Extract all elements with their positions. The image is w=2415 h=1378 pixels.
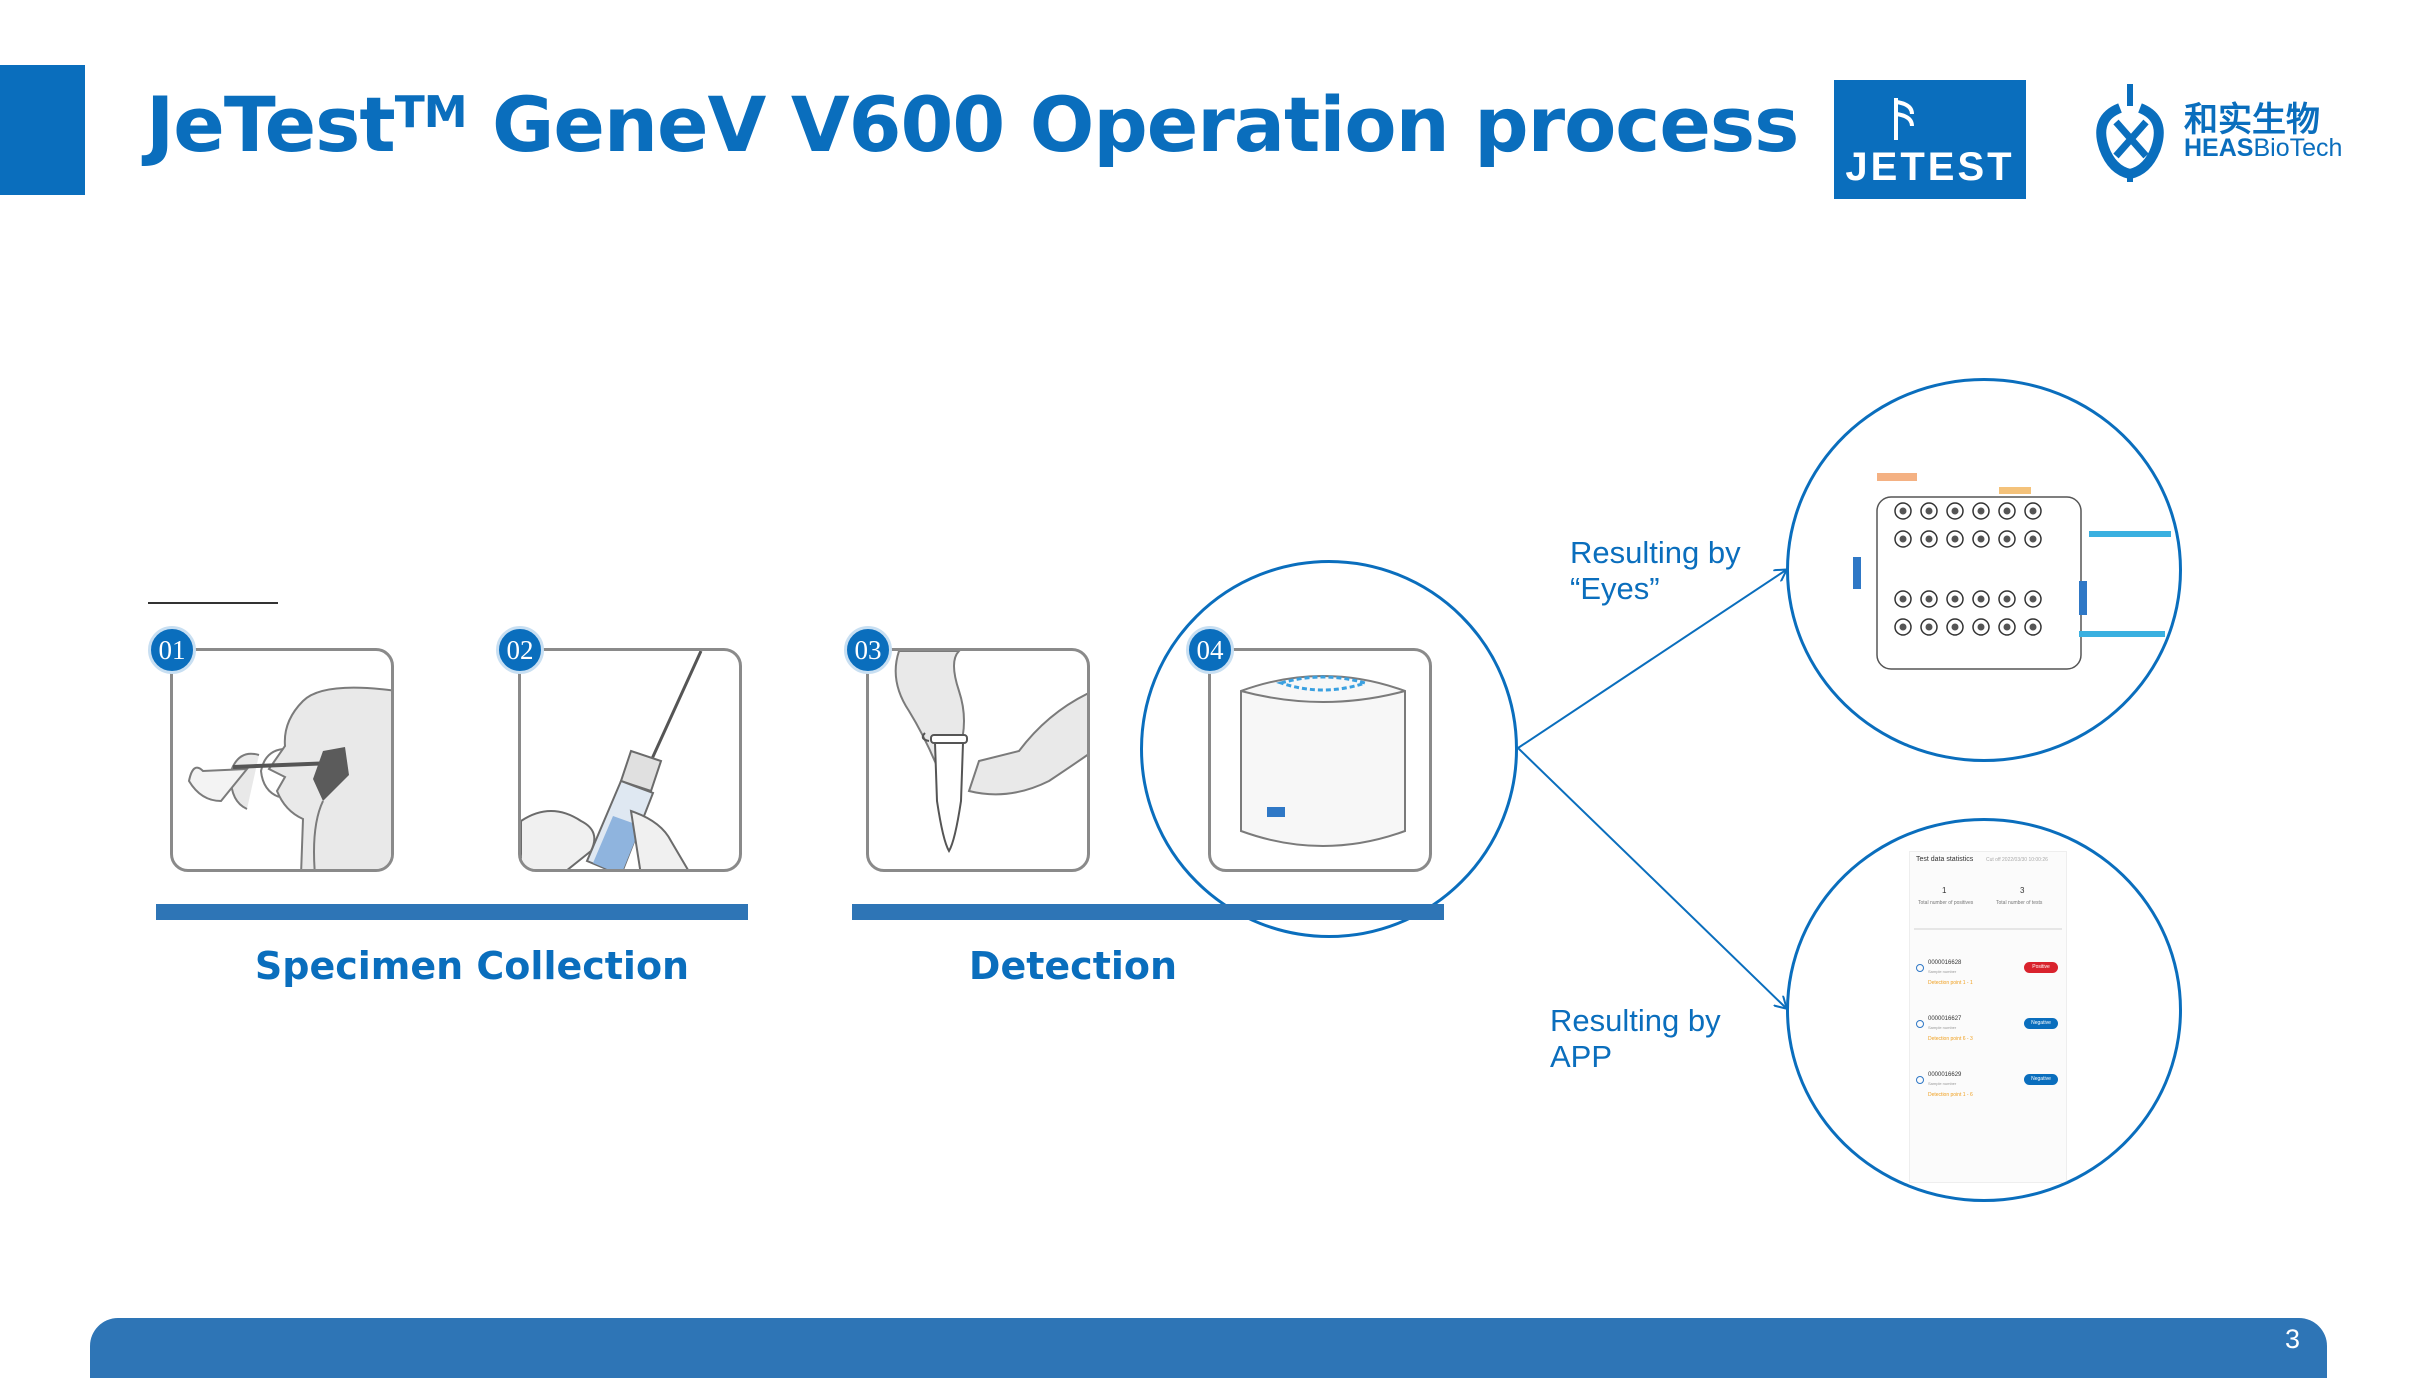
test-well-dot: [1977, 507, 1985, 515]
test-well-dot: [1951, 595, 1959, 603]
specimen-collection-bar: [156, 904, 748, 920]
stage-label-specimen-collection: Specimen Collection: [254, 944, 690, 988]
app-screen: Test data statistics Cut off 2022/03/30 …: [1909, 851, 2067, 1183]
test-well-dot: [2003, 535, 2011, 543]
test-well-dot: [1899, 623, 1907, 631]
status-badge: Negative: [2024, 1074, 2058, 1085]
sample-id: 0000016629: [1928, 1072, 1962, 1078]
eyes-result-circle: [1786, 378, 2182, 762]
heas-logo-chinese: 和实生物: [2184, 100, 2320, 140]
test-well-dot: [1977, 623, 1985, 631]
detection-point: Detection point 1 - 1: [1928, 980, 1973, 986]
test-well-dot: [1925, 535, 1933, 543]
sample-sub: Sample number: [1928, 1025, 1957, 1030]
app-divider: [1914, 928, 2062, 930]
app-stat-tests-label: Total number of tests: [1996, 900, 2043, 906]
test-well-dot: [1951, 623, 1959, 631]
detection-point: Detection point 1 - 6: [1928, 1092, 1973, 1098]
test-card-icon: [1853, 473, 2171, 670]
status-badge: Negative: [2024, 1018, 2058, 1029]
test-well-dot: [1899, 535, 1907, 543]
arrow-to-app: [1517, 747, 1786, 1008]
test-card-wells: [1894, 502, 2042, 636]
result-label-eyes: Resulting by“Eyes”: [1570, 535, 1741, 606]
sample-sub: Sample number: [1928, 969, 1957, 974]
step-number-02: 02: [496, 626, 544, 674]
sample-id: 0000016627: [1928, 1016, 1962, 1022]
footer-bar: [90, 1318, 2327, 1378]
arrow-to-eyes: [1517, 570, 1786, 749]
sample-icon: [1916, 964, 1924, 972]
test-well-dot: [1977, 595, 1985, 603]
test-well-dot: [2029, 507, 2037, 515]
sample-tube-icon: [894, 651, 1087, 853]
test-well-dot: [2003, 623, 2011, 631]
sample-sub: Sample number: [1928, 1081, 1957, 1086]
test-well-dot: [1977, 535, 1985, 543]
step-number-01: 01: [148, 626, 196, 674]
step-01-illustration: [170, 648, 394, 872]
detection-zoom-circle: [1140, 560, 1518, 938]
app-stat-tests-value: 3: [2020, 886, 2025, 895]
app-stat-positives-value: 1: [1942, 886, 1947, 895]
app-stat-positives-label: Total number of positives: [1918, 900, 1974, 906]
step-04-illustration: [1208, 648, 1432, 872]
sample-icon: [1916, 1020, 1924, 1028]
test-well-dot: [2029, 595, 2037, 603]
step-03-illustration: [866, 648, 1090, 872]
nasal-swab-icon: [187, 686, 391, 869]
test-well-dot: [1899, 507, 1907, 515]
test-well-dot: [1925, 595, 1933, 603]
detection-bar: [852, 904, 1444, 920]
header-accent-bar: [0, 65, 85, 195]
test-well-dot: [2029, 623, 2037, 631]
step-number-04: 04: [1186, 626, 1234, 674]
test-well-dot: [1925, 623, 1933, 631]
stage-label-detection: Detection: [968, 944, 1178, 988]
test-well-dot: [1925, 507, 1933, 515]
heas-dna-icon: [2096, 84, 2164, 182]
app-result-row[interactable]: 0000016627 Sample number Detection point…: [1914, 1012, 2062, 1058]
test-well-dot: [1899, 595, 1907, 603]
detector-device-icon: [1240, 675, 1406, 847]
page-number: 3: [2284, 1324, 2300, 1354]
divider-line: [148, 602, 278, 604]
app-result-row[interactable]: 0000016628 Sample number Detection point…: [1914, 956, 2062, 1002]
app-header-sub: Cut off 2022/03/30 10:00:26: [1986, 857, 2048, 863]
sample-icon: [1916, 1076, 1924, 1084]
app-result-circle: Test data statistics Cut off 2022/03/30 …: [1786, 818, 2182, 1202]
test-well-dot: [1951, 507, 1959, 515]
jetest-logo: JETEST: [1834, 80, 2026, 199]
app-result-row[interactable]: 0000016629 Sample number Detection point…: [1914, 1068, 2062, 1114]
heas-logo-english: HEASBioTech: [2184, 134, 2343, 162]
heas-biotech-logo: 和实生物 HEASBioTech: [2090, 78, 2343, 184]
test-well-dot: [1951, 535, 1959, 543]
jetest-logo-text: JETEST: [1845, 145, 2014, 189]
app-header: Test data statistics: [1916, 856, 1974, 863]
sample-id: 0000016628: [1928, 960, 1962, 966]
swab-tube-icon: [521, 651, 703, 869]
step-02-illustration: [518, 648, 742, 872]
detection-point: Detection point 6 - 3: [1928, 1036, 1973, 1042]
step-number-03: 03: [844, 626, 892, 674]
status-badge: Positive: [2024, 962, 2058, 973]
test-well-dot: [2003, 507, 2011, 515]
slide-title: JeTestTM GeneV V600 Operation process: [146, 80, 1799, 169]
test-well-dot: [2029, 535, 2037, 543]
test-well-dot: [2003, 595, 2011, 603]
